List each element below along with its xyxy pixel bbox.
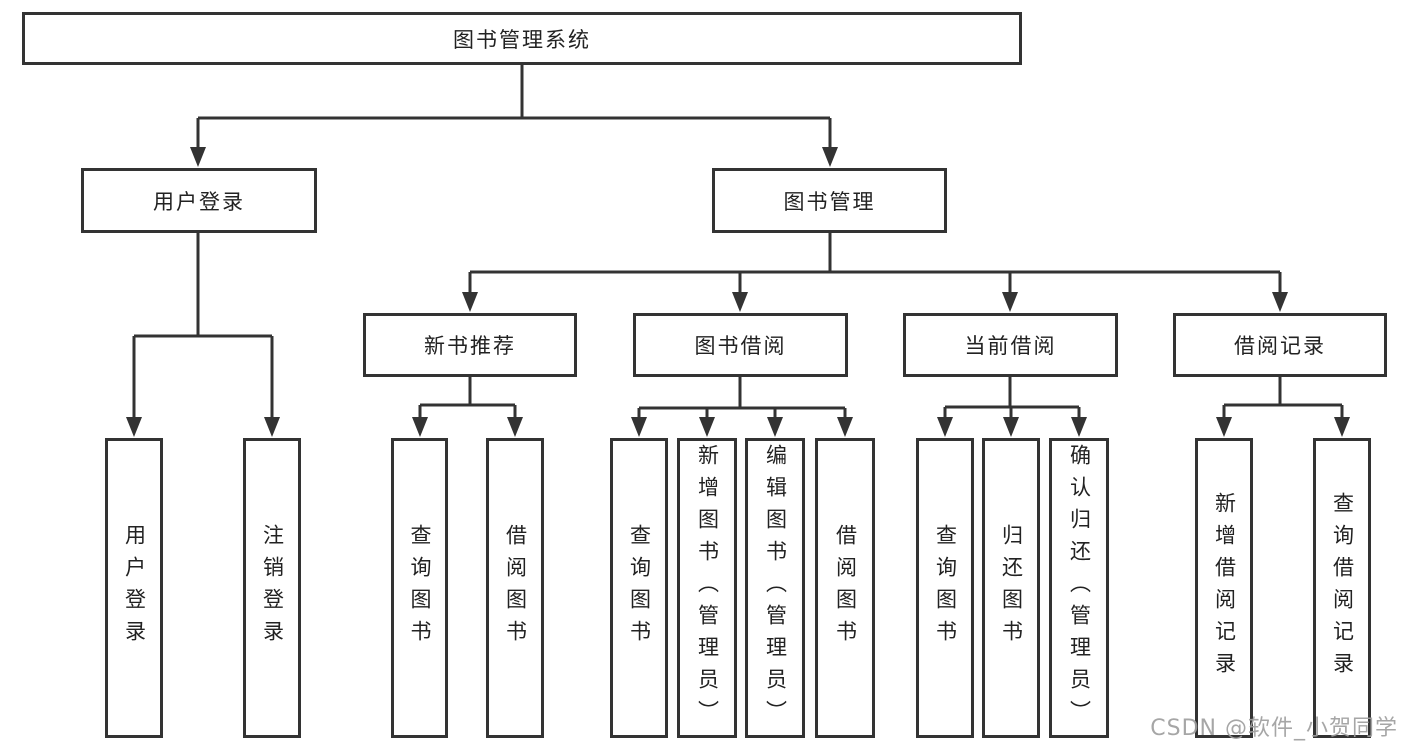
leaf-borrow-edit-admin-label: 编辑图书（管理员）: [763, 444, 788, 732]
leaf-newbook-query: 查询图书: [391, 438, 448, 738]
arrowhead-icon: [462, 292, 478, 312]
connector-newbookrec-branch: [418, 377, 517, 420]
leaf-borrow-add-admin-label: 新增图书（管理员）: [695, 444, 720, 732]
arrowhead-icon: [631, 417, 647, 437]
connector-root-branch: [196, 65, 832, 150]
arrowhead-icon: [507, 417, 523, 437]
node-book-borrowing: 图书借阅: [633, 313, 848, 377]
node-user-login-group-label: 用户登录: [153, 189, 245, 214]
leaf-borrow-query: 查询图书: [610, 438, 668, 738]
connector-borrowrecord-branch: [1222, 377, 1344, 420]
node-book-borrowing-label: 图书借阅: [694, 334, 787, 358]
leaf-current-query-label: 查询图书: [933, 524, 958, 652]
node-book-management-label: 图书管理: [783, 189, 876, 214]
leaf-current-confirm-admin: 确认归还（管理员）: [1049, 438, 1109, 738]
arrowhead-icon: [937, 417, 953, 437]
node-user-login-group: 用户登录: [81, 168, 317, 233]
arrowhead-icon: [412, 417, 428, 437]
leaf-user-login-label: 用户登录: [122, 524, 147, 652]
arrowhead-icon: [1216, 417, 1232, 437]
arrowheads: [126, 147, 1350, 437]
node-book-management: 图书管理: [712, 168, 947, 233]
arrowhead-icon: [1071, 417, 1087, 437]
leaf-user-login: 用户登录: [105, 438, 163, 738]
arrowhead-icon: [699, 417, 715, 437]
leaf-record-add: 新增借阅记录: [1195, 438, 1253, 738]
csdn-watermark: CSDN @软件_小贺同学: [1150, 716, 1398, 741]
connector-bookborrow-branch: [637, 377, 847, 420]
arrowhead-icon: [1003, 417, 1019, 437]
arrowhead-icon: [1272, 292, 1288, 312]
node-root: 图书管理系统: [22, 12, 1022, 65]
leaf-newbook-borrow: 借阅图书: [486, 438, 544, 738]
leaf-borrow-add-admin: 新增图书（管理员）: [677, 438, 737, 738]
node-borrowing-records: 借阅记录: [1173, 313, 1387, 377]
arrowhead-icon: [837, 417, 853, 437]
leaf-current-return: 归还图书: [982, 438, 1040, 738]
arrowhead-icon: [126, 417, 142, 437]
arrowhead-icon: [1334, 417, 1350, 437]
arrowhead-icon: [1002, 292, 1018, 312]
node-new-book-recommend-label: 新书推荐: [424, 334, 516, 358]
leaf-record-query-label: 查询借阅记录: [1330, 492, 1355, 684]
arrowhead-icon: [190, 147, 206, 167]
leaf-borrow-borrow: 借阅图书: [815, 438, 875, 738]
node-root-label: 图书管理系统: [453, 27, 591, 52]
connector-paths: [132, 65, 1344, 420]
leaf-logout-label: 注销登录: [260, 524, 285, 652]
leaf-newbook-borrow-label: 借阅图书: [503, 524, 528, 652]
leaf-record-query: 查询借阅记录: [1313, 438, 1371, 738]
leaf-newbook-query-label: 查询图书: [408, 524, 432, 652]
leaf-borrow-query-label: 查询图书: [627, 524, 652, 652]
node-current-borrowing: 当前借阅: [903, 313, 1118, 377]
arrowhead-icon: [264, 417, 280, 437]
connector-bookmgmt-branch: [468, 233, 1282, 295]
node-borrowing-records-label: 借阅记录: [1234, 334, 1326, 358]
arrowhead-icon: [767, 417, 783, 437]
leaf-current-return-label: 归还图书: [999, 524, 1024, 652]
leaf-borrow-edit-admin: 编辑图书（管理员）: [745, 438, 805, 738]
connector-currentborrow-branch: [943, 377, 1081, 420]
node-current-borrowing-label: 当前借阅: [964, 334, 1057, 358]
leaf-logout: 注销登录: [243, 438, 301, 738]
arrowhead-icon: [822, 147, 838, 167]
leaf-current-query: 查询图书: [916, 438, 974, 738]
connector-userlogin-branch: [132, 233, 274, 420]
leaf-record-add-label: 新增借阅记录: [1212, 492, 1237, 684]
arrowhead-icon: [732, 292, 748, 312]
node-new-book-recommend: 新书推荐: [363, 313, 577, 377]
leaf-borrow-borrow-label: 借阅图书: [833, 524, 858, 652]
leaf-current-confirm-admin-label: 确认归还（管理员）: [1067, 444, 1092, 732]
